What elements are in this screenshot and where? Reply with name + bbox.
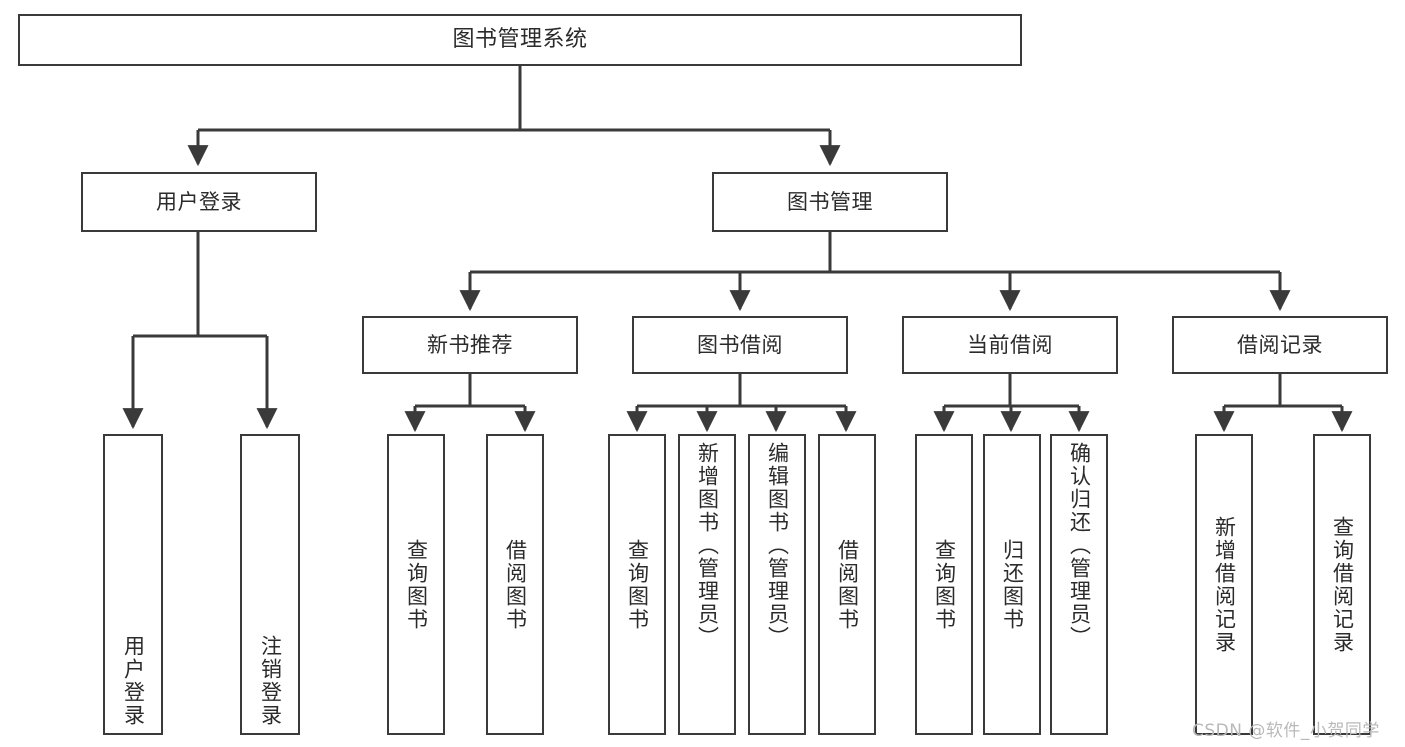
node-book-management[interactable]: 图书管理 (712, 172, 948, 232)
node-new-book-recommend[interactable]: 新书推荐 (362, 316, 578, 374)
watermark-text: CSDN @软件_小贺同学 (1192, 721, 1380, 741)
node-label: 查询图书 (932, 538, 957, 631)
leaf-query-book-borrow[interactable]: 查询图书 (608, 434, 666, 735)
leaf-edit-book-admin[interactable]: 编辑图书（管理员） (748, 434, 806, 735)
leaf-return-book[interactable]: 归还图书 (983, 434, 1041, 735)
node-label: 借阅图书 (835, 538, 860, 631)
node-user-login[interactable]: 用户登录 (81, 172, 317, 232)
leaf-borrow-book-recommend[interactable]: 借阅图书 (486, 434, 544, 735)
node-label: 用户登录 (121, 635, 146, 727)
node-label: 当前借阅 (967, 332, 1053, 357)
node-label: 图书管理 (787, 189, 873, 214)
node-label: 查询图书 (625, 538, 650, 631)
leaf-query-book-current[interactable]: 查询图书 (915, 434, 973, 735)
node-label: 借阅图书 (503, 538, 528, 631)
node-borrow-records[interactable]: 借阅记录 (1172, 316, 1388, 374)
leaf-query-borrow-record[interactable]: 查询借阅记录 (1313, 434, 1371, 735)
leaf-confirm-return-admin[interactable]: 确认归还（管理员） (1050, 434, 1108, 735)
node-label: 查询图书 (404, 538, 429, 631)
node-label: 新书推荐 (427, 332, 513, 357)
node-label: 注销登录 (258, 635, 283, 727)
node-label: 新增借阅记录 (1212, 515, 1237, 654)
node-label: 新增图书（管理员） (695, 442, 720, 649)
node-label: 确认归还（管理员） (1067, 442, 1092, 649)
node-current-borrow[interactable]: 当前借阅 (902, 316, 1118, 374)
node-label: 归还图书 (1000, 538, 1025, 631)
node-label: 编辑图书（管理员） (765, 442, 790, 649)
leaf-add-book-admin[interactable]: 新增图书（管理员） (678, 434, 736, 735)
node-label: 借阅记录 (1237, 332, 1323, 357)
node-root-book-management-system[interactable]: 图书管理系统 (18, 14, 1022, 66)
leaf-user-login[interactable]: 用户登录 (103, 434, 163, 735)
leaf-query-book-recommend[interactable]: 查询图书 (387, 434, 445, 735)
node-label: 用户登录 (156, 189, 242, 214)
node-label: 查询借阅记录 (1330, 515, 1355, 654)
leaf-add-borrow-record[interactable]: 新增借阅记录 (1195, 434, 1253, 735)
leaf-borrow-book[interactable]: 借阅图书 (818, 434, 876, 735)
node-book-borrow[interactable]: 图书借阅 (632, 316, 848, 374)
leaf-logout[interactable]: 注销登录 (240, 434, 300, 735)
node-label: 图书借阅 (697, 332, 783, 357)
node-label: 图书管理系统 (452, 27, 588, 53)
